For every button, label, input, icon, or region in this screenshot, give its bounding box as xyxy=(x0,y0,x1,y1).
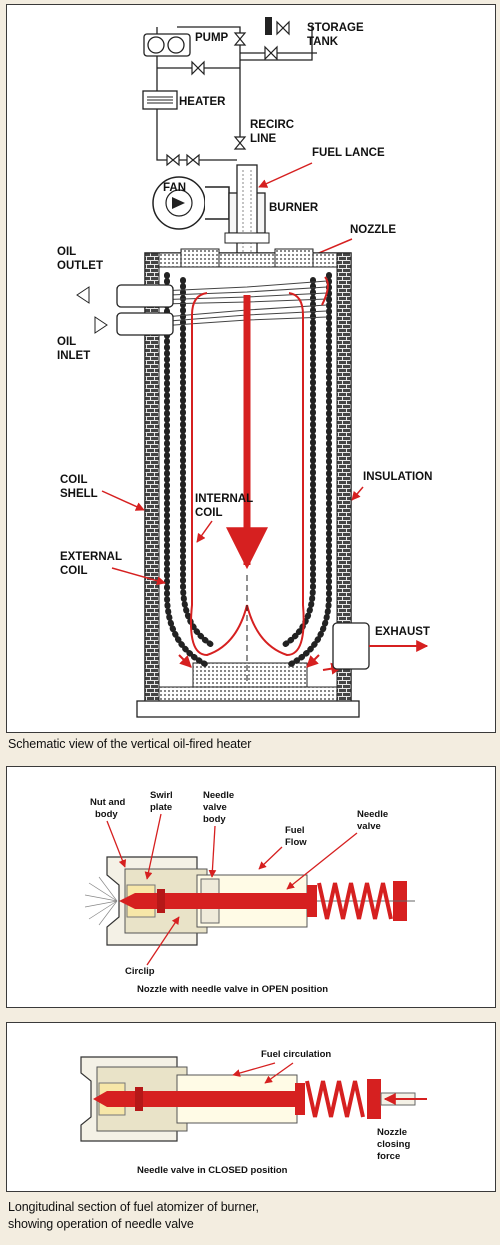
nozzle-open-panel: Nut and body Swirl plate Needle valve bo… xyxy=(6,766,496,1008)
internal-coil-label: INTERNAL xyxy=(195,493,253,505)
closing-force-label: Nozzle xyxy=(377,1127,407,1138)
valve-icon xyxy=(166,20,290,167)
nozzle-open-caption: Nozzle with needle valve in OPEN positio… xyxy=(137,984,328,995)
oil-inlet-header xyxy=(116,312,174,336)
circlip-pointer xyxy=(146,916,180,966)
oil-outlet-label-2: OUTLET xyxy=(57,260,103,272)
needle-valve-body-label-3: body xyxy=(203,814,226,825)
fuel-circulation-pointer xyxy=(232,1062,276,1077)
swirl-plate-label: Swirl xyxy=(150,790,173,801)
nut-body-label: Nut and xyxy=(90,797,126,808)
fan-label: FAN xyxy=(163,182,186,194)
nozzle-open-svg: Nut and body Swirl plate Needle valve bo… xyxy=(84,790,415,995)
nozzle-closed-caption: Needle valve in CLOSED position xyxy=(137,1165,288,1176)
swirl-plate-pointer xyxy=(144,813,162,880)
heater-label: HEATER xyxy=(179,96,226,108)
tank-flange-icon xyxy=(265,17,272,35)
heater-schematic-panel: PUMP STORAGE TANK HEATER RECIRC LINE FUE… xyxy=(6,4,496,733)
heater-schematic-svg: PUMP STORAGE TANK HEATER RECIRC LINE FUE… xyxy=(57,17,432,718)
needle-valve-body-label: Needle xyxy=(203,790,234,801)
storage-tank-label: STORAGE xyxy=(307,22,364,34)
swirl-plate-label-2: plate xyxy=(150,802,172,813)
atomizer-caption-line-2: showing operation of needle valve xyxy=(8,1217,194,1231)
heater-box xyxy=(142,90,178,110)
fan xyxy=(152,176,230,230)
heater-caption: Schematic view of the vertical oil-fired… xyxy=(8,737,252,751)
oil-inlet-label-2: INLET xyxy=(57,350,90,362)
internal-coil-pointer xyxy=(196,520,213,543)
needle-valve-body-label-2: valve xyxy=(203,802,227,813)
storage-tank-label-2: TANK xyxy=(307,36,339,48)
nozzle-closed-panel: Fuel circulation Nozzle closing force Ne… xyxy=(6,1022,496,1192)
recirc-line-label: RECIRC xyxy=(250,119,294,131)
oil-outlet-header xyxy=(116,284,174,308)
oil-outlet-arrow-icon xyxy=(76,286,90,304)
external-coil-pointer xyxy=(111,567,166,586)
nut-body-label-2: body xyxy=(95,809,118,820)
fuel-lance-label: FUEL LANCE xyxy=(312,147,385,159)
nut-body-pointer xyxy=(106,820,127,868)
nozzle-closed-svg: Fuel circulation Nozzle closing force Ne… xyxy=(80,1049,427,1176)
needle-valve xyxy=(119,881,415,921)
oil-outlet-label: OIL xyxy=(57,246,76,258)
external-coil xyxy=(164,272,332,668)
coil-shell-label: COIL xyxy=(60,474,87,486)
external-coil-label: EXTERNAL xyxy=(60,551,122,563)
fuel-circulation-pointer-2 xyxy=(264,1062,294,1084)
burner-label: BURNER xyxy=(269,202,319,214)
insulation-label: INSULATION xyxy=(363,471,432,483)
closing-force-label-2: closing xyxy=(377,1139,410,1150)
pump-label: PUMP xyxy=(195,32,229,44)
circlip-label: Circlip xyxy=(125,966,155,977)
needle-valve-pointer xyxy=(286,832,358,890)
burner xyxy=(224,164,270,256)
closed-spring xyxy=(305,1080,365,1118)
piping-network xyxy=(156,25,317,161)
internal-coil xyxy=(180,277,316,648)
needle-valve-body-pointer xyxy=(208,825,217,878)
atomizer-caption-line-1: Longitudinal section of fuel atomizer of… xyxy=(8,1200,259,1214)
recirc-line-label-2: LINE xyxy=(250,133,277,145)
closing-force-label-3: force xyxy=(377,1151,400,1162)
gas-flow-arrows xyxy=(178,276,344,675)
exhaust-label: EXHAUST xyxy=(375,626,430,638)
fuel-lance-pointer xyxy=(258,162,313,188)
insulation-pointer xyxy=(351,486,364,501)
spring xyxy=(317,882,393,920)
nozzle-label: NOZZLE xyxy=(350,224,396,236)
coil-shell-pointer xyxy=(101,490,145,511)
fuel-flow-label-2: Flow xyxy=(285,837,307,848)
pump xyxy=(143,33,191,57)
oil-inlet-arrow-icon xyxy=(94,316,108,334)
internal-coil-label-2: COIL xyxy=(195,507,222,519)
oil-inlet-label: OIL xyxy=(57,336,76,348)
fuel-flow-label: Fuel xyxy=(285,825,305,836)
coil-shell-label-2: SHELL xyxy=(60,488,98,500)
spray-lines xyxy=(84,876,118,926)
external-coil-label-2: COIL xyxy=(60,565,87,577)
fuel-circulation-label: Fuel circulation xyxy=(261,1049,331,1060)
fuel-flow-pointer xyxy=(258,846,283,870)
needle-valve-label-2: valve xyxy=(357,821,381,832)
atomizer-caption: Longitudinal section of fuel atomizer of… xyxy=(8,1199,259,1233)
needle-valve-label: Needle xyxy=(357,809,388,820)
exhaust-duct xyxy=(332,622,429,670)
